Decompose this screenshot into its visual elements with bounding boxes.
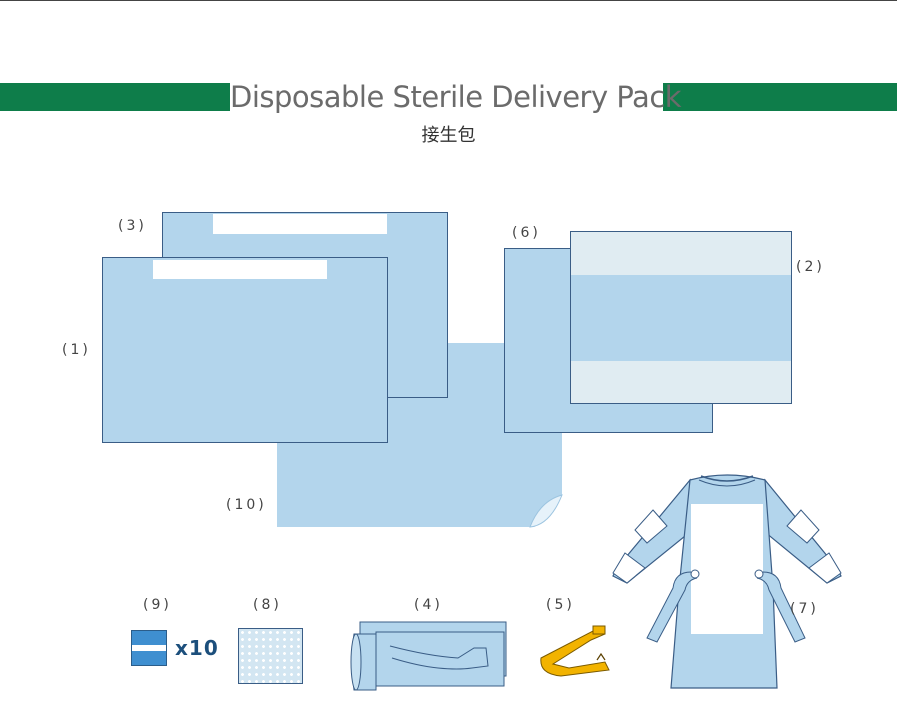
- item2-sheet: [570, 231, 792, 404]
- label-item6: (6): [512, 225, 541, 241]
- label-item1: (1): [62, 342, 91, 358]
- item2-top-band: [571, 232, 791, 275]
- label-item5: (5): [546, 597, 575, 613]
- item9-swab-stripe: [132, 645, 166, 651]
- item9-quantity: x10: [175, 636, 219, 660]
- label-item9: (9): [143, 597, 172, 613]
- item9-swab: [131, 630, 167, 666]
- label-item10: (10): [226, 497, 267, 513]
- item4-leggings: [350, 621, 507, 691]
- item7-gown: [612, 474, 842, 689]
- item5-cord-clamp: [540, 625, 610, 677]
- item8-gauze-pad: [238, 628, 303, 684]
- label-item3: (3): [118, 218, 147, 234]
- page-title: Disposable Sterile Delivery Pack: [230, 80, 682, 114]
- label-item8: (8): [253, 597, 282, 613]
- page-subtitle: 接生包: [421, 125, 476, 146]
- item3-adhesive-strip: [213, 214, 387, 234]
- header-band-left: [0, 83, 230, 111]
- top-rule: [0, 0, 897, 1]
- header-band-right: [663, 83, 897, 111]
- item1-sheet: [102, 257, 388, 443]
- label-item7: (7): [790, 601, 819, 617]
- item2-bottom-band: [571, 361, 791, 403]
- label-item4: (4): [414, 597, 443, 613]
- item1-adhesive-strip: [153, 260, 327, 279]
- label-item2: (2): [796, 259, 825, 275]
